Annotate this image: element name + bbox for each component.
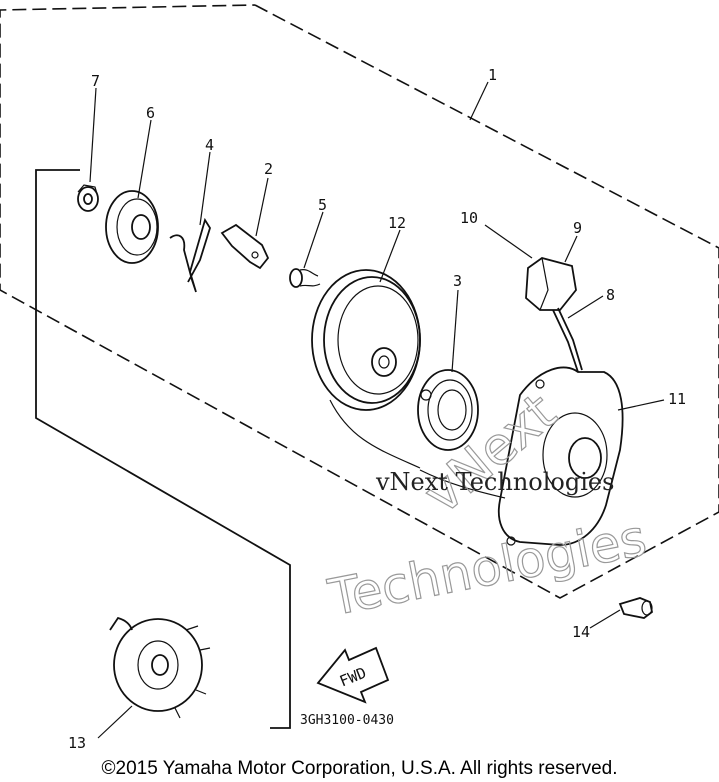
recoil-spring-part [417,369,479,451]
watermark-outline-top: vNext [413,382,568,526]
drive-plate-part [109,616,211,719]
part-code: 3GH3100-0430 [300,713,394,728]
bolt-part [618,597,653,619]
watermark-outline-bottom: Technologies [324,509,651,627]
item13-bracket [35,169,291,729]
callout-5: 5 [318,196,327,214]
pawl-part [220,223,270,270]
fwd-arrow-icon: FWD [316,646,390,704]
callout-14: 14 [572,623,590,641]
leader-lines [89,81,665,739]
callout-2: 2 [264,160,273,178]
callout-6: 6 [146,104,155,122]
callout-10: 10 [460,209,478,227]
pulley-part [311,269,421,469]
rope-part [552,307,583,373]
spring-wire-part [169,217,211,293]
assembly-boundary [0,4,719,599]
callout-7: 7 [91,72,100,90]
parts-diagram: FWD 1 2 3 4 5 6 7 8 9 10 11 12 13 14 3GH… [0,4,719,752]
nut-part [77,184,99,212]
starter-handle-part [525,257,577,311]
callout-8: 8 [606,286,615,304]
starter-case-part [419,366,624,546]
coil-spring-part [289,268,321,288]
callout-13: 13 [68,734,86,752]
callout-12: 12 [388,214,406,232]
copyright-notice: ©2015 Yamaha Motor Corporation, U.S.A. A… [101,758,618,779]
callout-4: 4 [205,136,214,154]
fwd-label: FWD [337,664,369,691]
watermark-serif: vNext Technologies [375,468,614,496]
callout-1: 1 [488,66,497,84]
friction-plate-part [105,190,159,264]
callout-3: 3 [453,272,462,290]
callout-9: 9 [573,219,582,237]
callout-11: 11 [668,390,686,408]
